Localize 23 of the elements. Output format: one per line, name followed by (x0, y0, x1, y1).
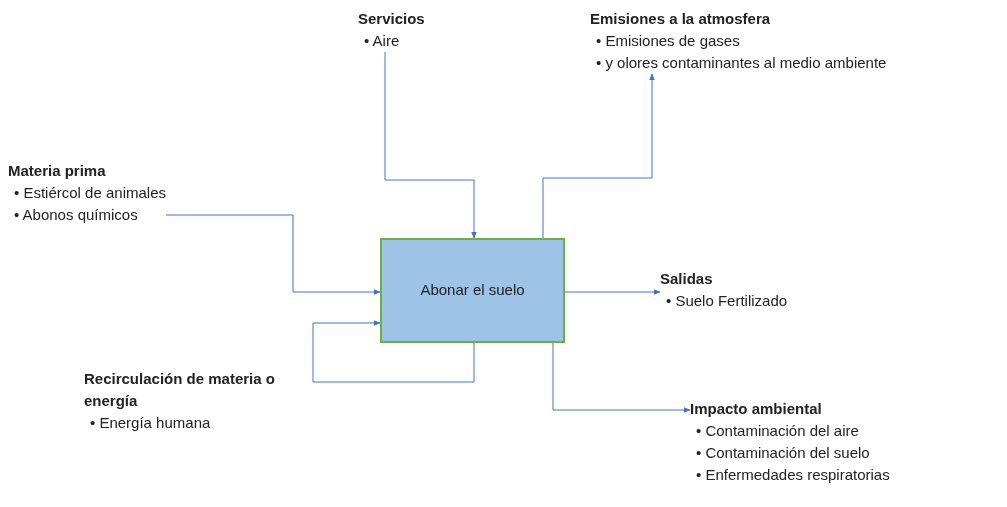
bullet-item: • Estiércol de animales (13, 183, 166, 203)
arrow (312, 320, 475, 383)
arrow (384, 51, 477, 239)
heading: Emisiones a la atmosfera (590, 9, 772, 29)
bullet-item: • Emisiones de gases (595, 31, 741, 51)
heading: Servicios (358, 9, 425, 29)
bullet-item: • Contaminación del aire (695, 421, 860, 441)
heading: Recirculación de materia o energía (84, 369, 276, 411)
arrow (564, 289, 661, 295)
bullet-item: • Aire (363, 31, 401, 51)
process-box: Abonar el suelo (380, 238, 565, 343)
bullet-item: • Abonos químicos (13, 205, 139, 225)
heading: Impacto ambiental (690, 399, 823, 419)
arrow (552, 342, 691, 413)
heading: Salidas (660, 269, 714, 289)
bullet-item: • y olores contaminantes al medio ambiente (595, 53, 887, 73)
bullet-item: • Enfermedades respiratorias (695, 465, 890, 485)
bullet-item: • Suelo Fertilizado (665, 291, 788, 311)
bullet-item: • Contaminación del suelo (695, 443, 871, 463)
bullet-item: • Energía humana (89, 413, 212, 433)
arrow (165, 214, 381, 295)
arrow (542, 73, 655, 239)
heading: Materia prima (8, 161, 107, 181)
